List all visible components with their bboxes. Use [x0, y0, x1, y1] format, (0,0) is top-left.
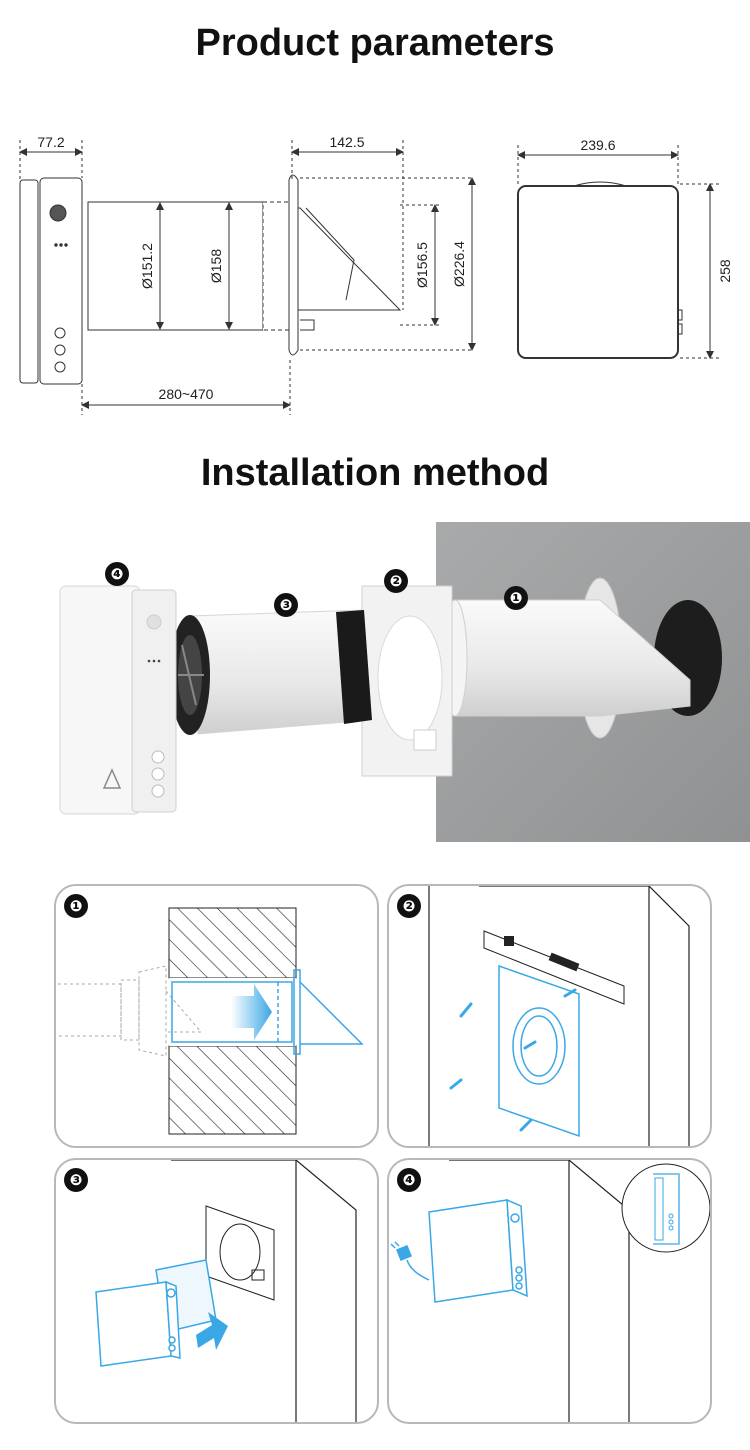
push-arrow-icon	[231, 984, 272, 1040]
step-1-illustration: ❶	[56, 894, 364, 1135]
exploded-product-view: ❹ ❸ ❷ ❶	[59, 522, 750, 842]
step-badge-4: ❹	[105, 562, 129, 586]
svg-text:❹: ❹	[403, 1171, 416, 1189]
step-3-illustration: ❸	[64, 1160, 357, 1422]
step-3-panel: ❸	[54, 1158, 379, 1424]
svg-text:❷: ❷	[403, 897, 416, 915]
button-icon	[54, 327, 66, 339]
spirit-level	[483, 930, 625, 1005]
svg-text:❷: ❷	[390, 572, 403, 590]
dim-pipe-outer: Ø158	[208, 249, 224, 283]
dim-hood-inner: Ø156.5	[414, 242, 430, 288]
dim-hood-outer: Ø226.4	[451, 241, 467, 287]
step-badge-3: ❸	[64, 1168, 88, 1192]
step-4-illustration: ❹	[390, 1160, 710, 1422]
dim-cover-width: 239.6	[580, 137, 615, 153]
step-badge-1: ❶	[504, 586, 528, 610]
button-icon	[54, 361, 66, 373]
square-cover	[517, 185, 679, 359]
svg-text:❶: ❶	[510, 589, 523, 607]
duct-pipe	[87, 201, 264, 331]
step-badge-2: ❷	[397, 894, 421, 918]
plug-icon	[390, 1241, 412, 1261]
dim-pipe-inner: Ø151.2	[139, 243, 155, 289]
step-2-panel: ❷	[387, 884, 712, 1148]
product-parameters-title: Product parameters	[195, 22, 555, 64]
front-unit-panel	[19, 179, 39, 384]
step-2-illustration: ❷	[397, 886, 690, 1146]
step-badge-4: ❹	[397, 1168, 421, 1192]
step-1-panel: ❶	[54, 884, 379, 1148]
front-unit-body	[39, 177, 83, 385]
step-badge-3: ❸	[274, 593, 298, 617]
svg-text:❸: ❸	[70, 1171, 83, 1189]
part-4-front-panel	[59, 585, 141, 815]
step-badge-2: ❷	[384, 569, 408, 593]
power-cable	[406, 1259, 430, 1281]
technical-drawing: 77.2 142.5 239.6 258 280~470 Ø151.2 Ø158…	[19, 134, 733, 415]
step-4-panel: ❹	[387, 1158, 712, 1424]
step-badge-1: ❶	[64, 894, 88, 918]
dim-hood-depth: 142.5	[329, 134, 364, 150]
installation-method-title: Installation method	[200, 452, 550, 494]
push-arrow-icon	[196, 1312, 228, 1350]
svg-text:❶: ❶	[70, 897, 83, 915]
dim-wall-length: 280~470	[159, 386, 214, 402]
outer-hood	[288, 174, 299, 356]
sensor-icon	[49, 204, 67, 222]
detail-zoom-circle	[621, 1163, 710, 1253]
button-icon	[54, 344, 66, 356]
dim-cover-height: 258	[717, 259, 733, 283]
svg-text:❹: ❹	[111, 565, 124, 583]
svg-text:❸: ❸	[280, 596, 293, 614]
dim-front-depth: 77.2	[37, 134, 64, 150]
part-4-control-strip	[131, 589, 177, 813]
